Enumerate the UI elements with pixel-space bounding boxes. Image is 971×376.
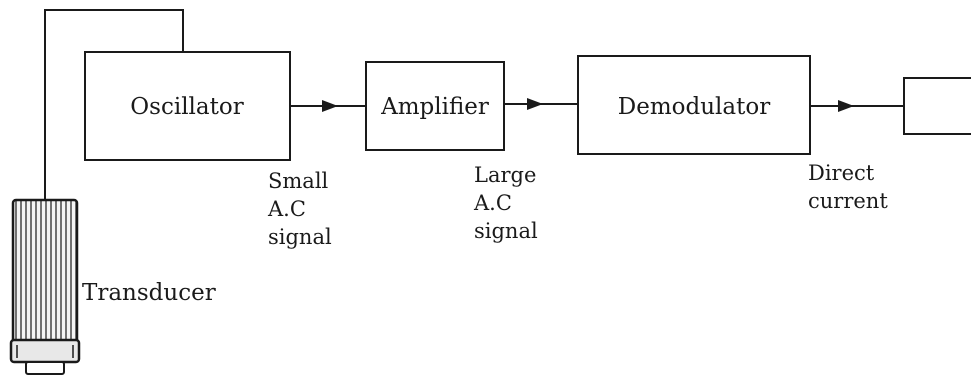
transducer-label: Transducer: [82, 280, 216, 306]
small-ac-signal-label: Small A.C signal: [267, 169, 332, 249]
oscillator-block: [84, 51, 291, 161]
output-block: [903, 77, 971, 135]
large-ac-line-2: A.C: [473, 191, 512, 215]
large-ac-line-1: Large: [474, 163, 536, 187]
small-ac-line-3: signal: [268, 225, 332, 249]
oscillator-label: Oscillator: [130, 94, 243, 120]
small-ac-line-2: A.C: [267, 197, 306, 221]
arrowhead-oscillator-to-amplifier: [322, 100, 338, 112]
direct-current-line-2: current: [808, 189, 888, 213]
direct-current-label: Direct current: [808, 161, 888, 213]
amplifier-label: Amplifier: [380, 94, 489, 120]
amplifier-block: [365, 61, 505, 151]
arrowhead-demodulator-to-output: [838, 100, 854, 112]
demodulator-block: [577, 55, 811, 155]
small-ac-line-1: Small: [268, 169, 329, 193]
transducer-probe: [9, 198, 81, 375]
direct-current-line-1: Direct: [808, 161, 875, 185]
large-ac-signal-label: Large A.C signal: [473, 163, 538, 243]
large-ac-line-3: signal: [474, 219, 538, 243]
arrowhead-amplifier-to-demodulator: [527, 98, 543, 110]
demodulator-label: Demodulator: [618, 94, 770, 120]
oscillator-to-transducer-wire: [44, 9, 184, 205]
